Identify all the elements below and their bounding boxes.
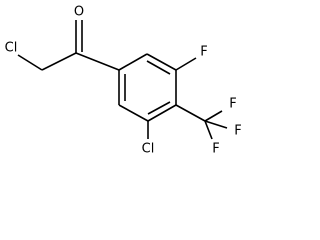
ring-inner-bond-a [146,60,171,75]
bond-carbonyl-ring [75,52,120,71]
chemical-structure-diagram: O Cl F Cl F F F [5,5,242,157]
bond-ring-fluorine [175,57,197,71]
bond-cf3-f2 [204,120,228,129]
ring-bond-2-3 [146,53,177,71]
ring-bond-1-2 [118,53,148,71]
bond-cl-ch2 [17,54,43,71]
atom-label-alpha-chlorine: Cl [5,41,18,56]
bond-cf3-f1 [204,110,223,122]
atom-label-cf3-fluorine-1: F [229,97,236,112]
ring-inner-bond-b [147,101,171,115]
atom-label-layer: O Cl F Cl F F F [5,5,242,157]
atom-label-ring-fluorine: F [200,45,207,60]
bond-ring-cf3 [175,104,206,122]
ring-bond-5-6 [118,104,149,122]
atom-label-ring-chlorine: Cl [142,142,155,157]
atom-label-carbonyl-oxygen: O [74,5,84,20]
bond-cf3-f3 [204,120,213,140]
atom-label-cf3-fluorine-2: F [234,124,241,139]
ring-bond-4-5 [147,104,177,122]
atom-label-cf3-fluorine-3: F [212,142,219,157]
bond-ch2-carbonyl [41,52,77,71]
bond-layer [17,20,228,140]
